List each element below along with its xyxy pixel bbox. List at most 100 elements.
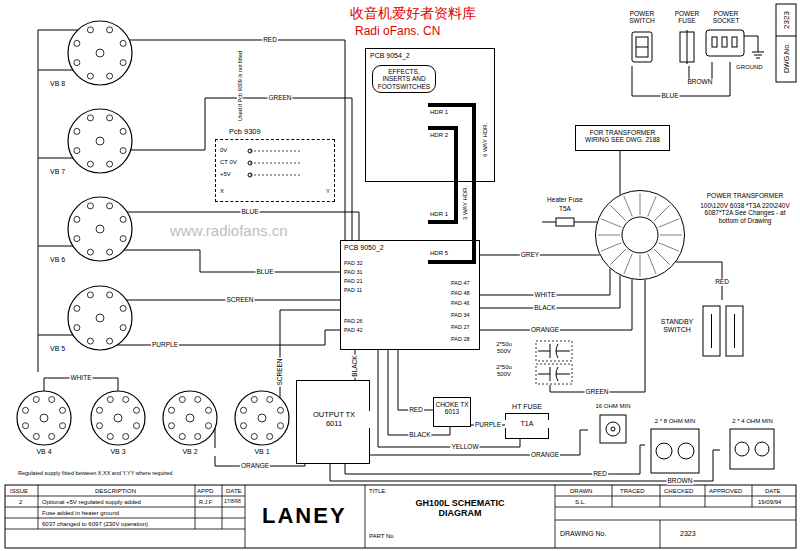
frame-outline [215,139,335,202]
switch-symbol: POWER SWITCH [622,10,662,66]
drawing-number-box [776,4,796,82]
wire [632,62,730,96]
node-text: CHOKE TX 6013 [434,401,470,416]
choke-box: CHOKE TX 6013 [433,397,471,427]
wire-colour-label: PURPLE [151,342,179,349]
heater-wiring [38,30,78,372]
node-text: VB 3 [88,448,148,456]
wire [590,222,597,223]
node-text: 16 OHM MIN [588,403,638,410]
pin-dot [248,149,252,153]
wire [330,450,720,481]
table-rule [5,496,796,529]
pad-label: PAD 48 [451,290,470,296]
toroid-symbol [595,190,685,280]
wire [398,350,433,410]
table-cell: TITLE [369,488,385,495]
node-text: 2 * 4 OHM MIN [720,418,785,425]
pin-name: 0V [220,147,227,154]
node-text: VB 2 [160,448,220,456]
table-cell: PART No [369,533,394,540]
wire-colour-label: GREEN [584,389,609,396]
header-label: HDR 2 [430,132,448,139]
pad-label: PAD 34 [451,312,470,318]
wire-colour-label: YELLOW [450,444,479,451]
wire-colour-label: WHITE [70,375,93,382]
table-cell: 2323 [680,530,696,538]
node-text: VB 7 [50,168,65,176]
title-block [5,485,796,548]
table-cell: 17/8/98 [224,499,241,505]
pad-label: PAD 21 [344,278,363,284]
table-cell: DATE [226,488,242,495]
note: Regulated supply fitted between X,XX and… [18,470,172,476]
node-text: PCB 9054_2 [370,52,410,60]
node-text: POWER SOCKET [709,10,743,25]
wire [480,275,620,308]
regulator-pins [250,151,300,175]
wire-colour-label: RED [592,471,608,478]
node-text: T1A [505,420,549,428]
wire-colour-label: ORANGE [530,327,560,334]
header-label: HDR 5 [430,250,448,257]
wire [345,445,645,474]
pin-dot [248,161,252,165]
table-cell: APPD. [197,488,215,495]
wire-colour-label: GREY [520,252,540,259]
wire-colour-label: BLACK [533,305,556,312]
table-rule [38,485,752,548]
node-text: PCB 9050_2 [344,244,384,252]
capacitor-symbol: 2*50u 500V [492,363,577,385]
table-cell: DATE [765,488,781,495]
table-cell: TRACED [620,488,645,495]
wire [550,280,645,392]
valve-symbol: VB 3 [88,388,148,460]
speaker-socket [645,418,705,476]
note: Used if Pcb 9309 is not fitted [237,51,243,121]
table-cell: ISSUE [10,488,28,495]
pad-label: PAD 28 [451,336,470,342]
wire-colour-label: RED [714,279,730,286]
fuse-box: HT FUSET1A [505,403,549,439]
valve-symbol: VB 5 [50,283,135,355]
valve-symbol: VB 1 [232,388,292,460]
transformer-box: OUTPUT TX 6011 [296,380,370,464]
pad-label: PAD 47 [451,280,470,286]
switch-symbol: STANDBY SWITCH [655,300,750,362]
table-cell: APPROVED [709,488,742,495]
table-cell: R.J.F [199,499,212,505]
three-way-header [428,128,456,222]
pad-label: PAD 31 [344,269,363,275]
speaker-socket: 2 * 4 OHM MIN [720,418,785,473]
wire-colour-label: RED [408,407,424,414]
node-text: 2*50u 500V [492,341,516,355]
node-text: 2 * 8 OHM MIN [645,418,705,425]
node-text: POWER TRANSFORMER [700,192,790,199]
table-cell: DESCRIPTION [95,488,136,495]
capacitor-symbol: 2*50u 500V [492,340,577,362]
wire-colour-label: BLUE [661,93,680,100]
wire-colour-label: WHITE [534,292,557,299]
fuse-symbol: Heater FuseT5A [540,196,590,230]
ground-symbol [744,36,764,58]
wire [620,151,621,195]
wire-colour-label: BLUE [241,209,260,216]
pin-name: X [220,188,224,195]
valve-symbol: VB 6 [50,194,135,266]
wire-colour-label: SCREEN [277,357,284,386]
valve-symbol: VB 8 [50,18,135,90]
speaker-socket: 2 * 8 OHM MIN [645,418,705,476]
node-text: POWER SWITCH [622,10,662,25]
watermark: www.radiofans.cn [170,222,288,239]
table-cell: Optional +5V regulated supply added [42,499,141,506]
pad-label: PAD 42 [344,327,363,333]
wire-colour-label: ORANGE [530,452,560,459]
header-label: HDR 1 [430,109,448,116]
table-cell: DRAWING No. [560,530,606,538]
node-text: POWER FUSE [672,10,702,25]
node-text: Heater Fuse [540,196,590,203]
table-cell: 2 [19,499,22,506]
wire-colour-label: RED [262,37,278,44]
valve-symbol: VB 7 [50,106,135,178]
